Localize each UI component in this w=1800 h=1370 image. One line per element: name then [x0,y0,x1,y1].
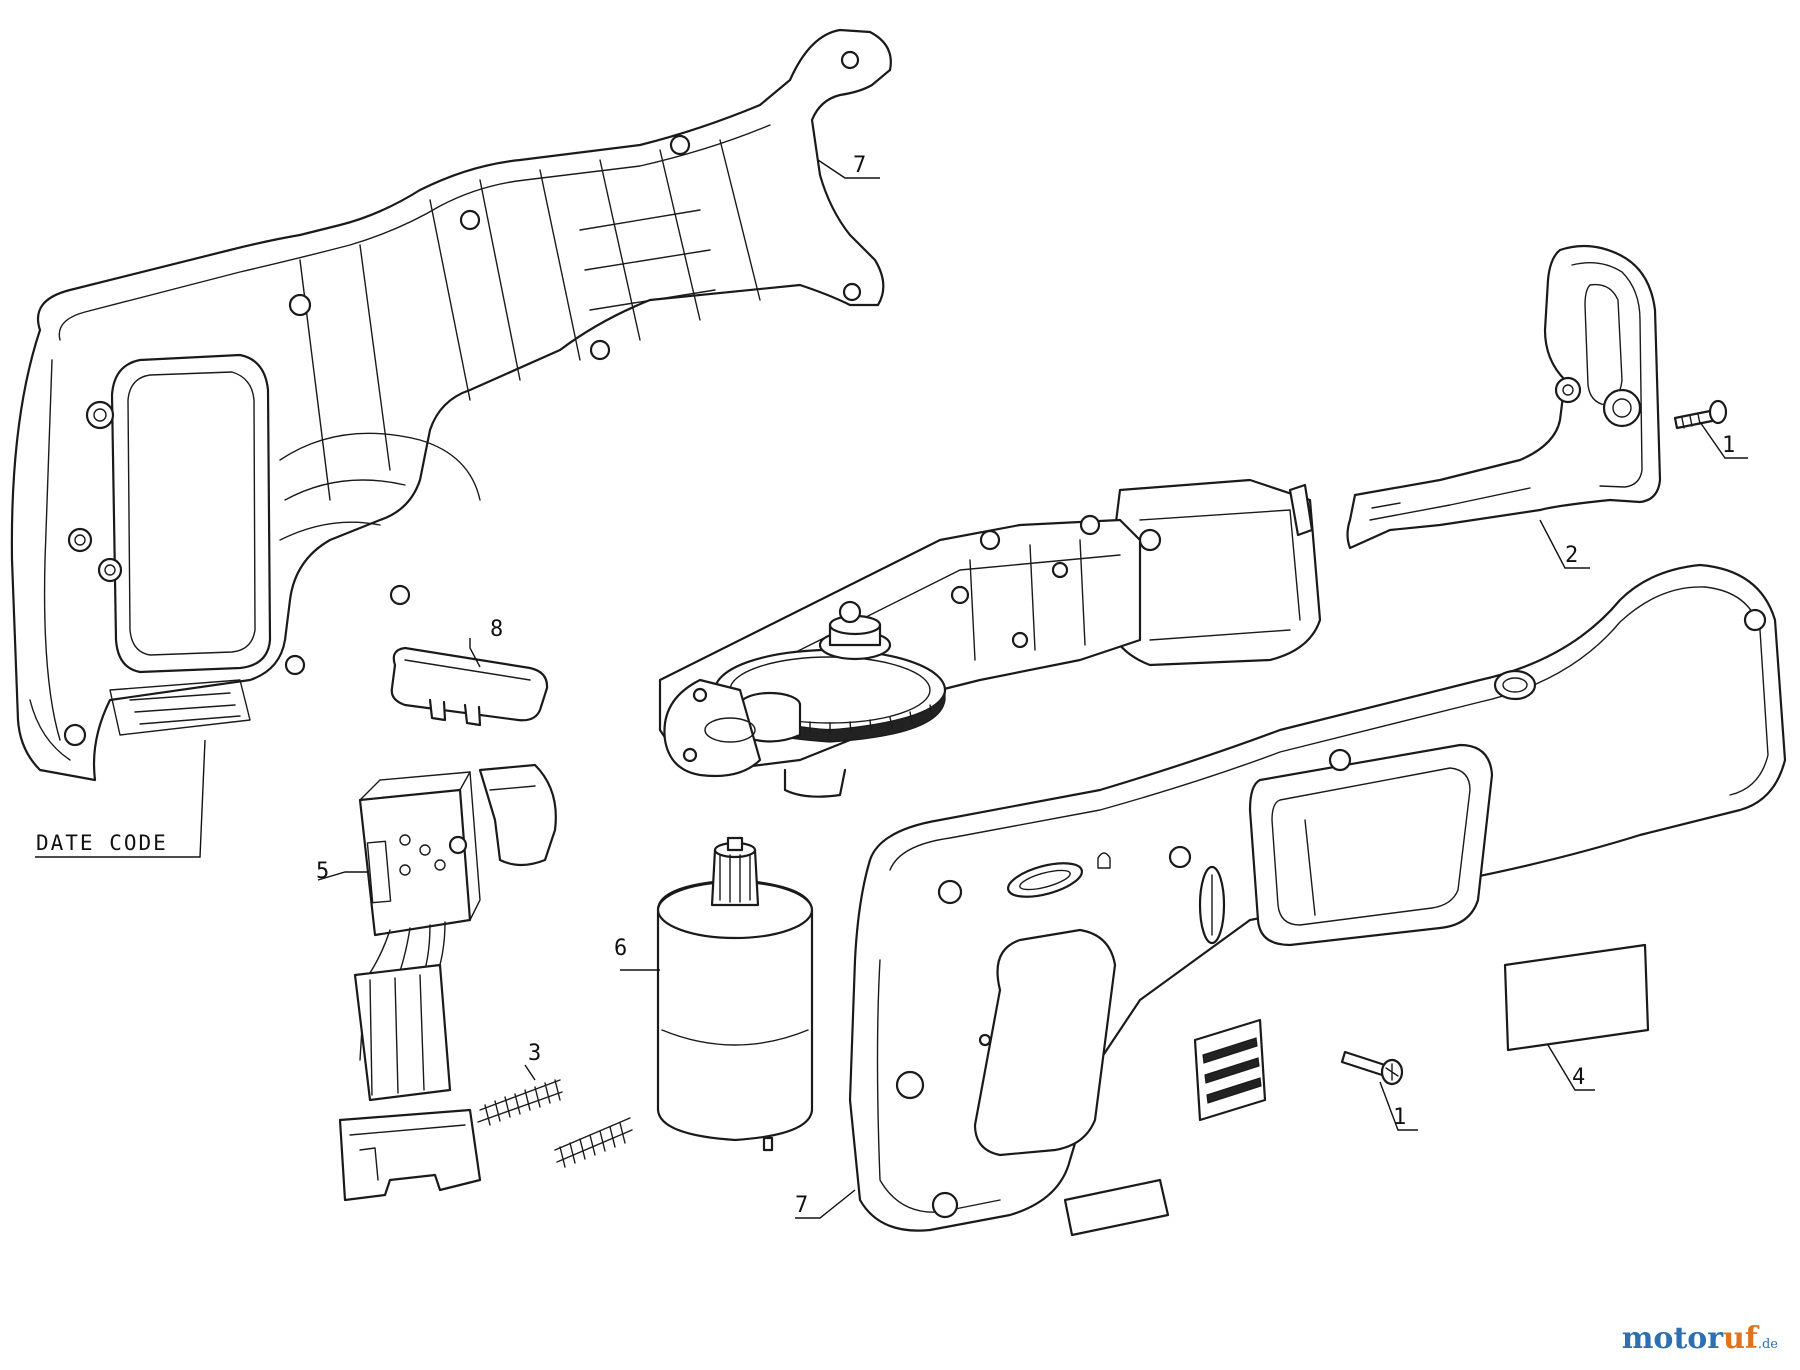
callout-battery-contact: 8 [490,617,503,642]
housing-right-half [848,563,1787,1237]
callout-switch: 5 [316,859,329,884]
label-plate [1503,943,1650,1052]
callout-leaders [35,159,1748,1219]
watermark-suffix: .de [1757,1337,1778,1352]
callout-date-code: DATE CODE [36,831,168,855]
motor [656,836,814,1152]
callout-label-plate: 4 [1572,1065,1585,1090]
callout-screw-top: 1 [1722,433,1735,458]
housing-left-half [10,28,892,782]
gearbox-assembly [658,478,1322,798]
screw-bottom [1340,1050,1404,1086]
watermark-accent: uf [1723,1321,1758,1356]
spring-lower [554,1117,633,1168]
callout-motor: 6 [614,936,627,961]
screw-top [1673,399,1728,430]
callout-screw-bottom: 1 [1393,1105,1406,1130]
callout-housing-left: 7 [853,153,866,178]
callout-housing-right: 7 [795,1193,808,1218]
watermark-main: motor [1621,1321,1724,1356]
callout-spring: 3 [528,1041,541,1066]
watermark-logo: motoruf.de [1622,1321,1778,1356]
callout-labels: 7 1 2 8 DATE CODE 5 6 3 7 1 4 [36,153,1735,1218]
spring-upper [477,1079,563,1126]
handle-bracket [1346,244,1662,550]
switch-assembly [338,763,557,1202]
callout-handle-bracket: 2 [1565,543,1578,568]
battery-contact [390,646,549,727]
